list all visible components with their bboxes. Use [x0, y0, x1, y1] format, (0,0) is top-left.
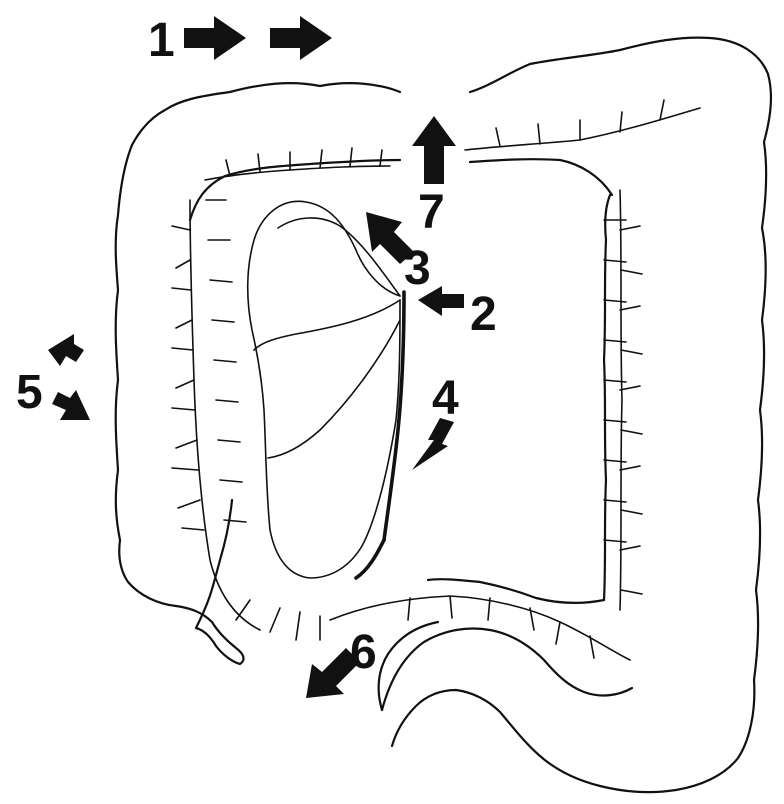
sma-trunk [356, 292, 404, 578]
arrow-5b-icon [52, 390, 90, 420]
label-2: 2 [470, 288, 497, 341]
arrow-5a-icon [48, 334, 84, 366]
label-5: 5 [16, 366, 43, 419]
arrow-4-icon [412, 418, 454, 470]
arrow-1b-icon [270, 16, 332, 60]
arrow-1a-icon [184, 16, 246, 60]
label-4: 4 [432, 372, 459, 425]
label-1: 1 [148, 14, 175, 67]
mesenteric-arcades [248, 201, 400, 578]
label-6: 6 [350, 626, 377, 679]
label-7: 7 [418, 186, 445, 239]
arrow-7-icon [412, 116, 456, 184]
label-3: 3 [404, 242, 431, 295]
